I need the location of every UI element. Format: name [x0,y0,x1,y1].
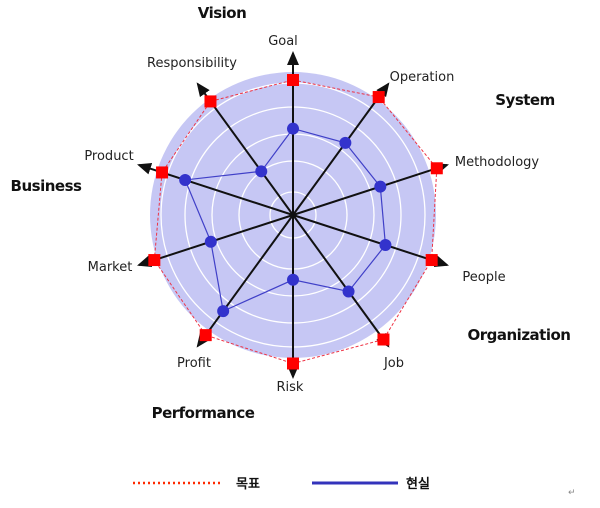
axis-line-people [292,214,449,268]
axis-label-goal: Goal [268,34,298,49]
group-label-business: Business [11,177,82,195]
legend-target-label: 목표 [236,477,260,492]
actual-point-product [179,173,192,186]
actual-point-job [342,285,355,298]
actual-point-responsibility [255,165,268,178]
group-label-system: System [495,91,554,109]
target-point-product [156,166,169,179]
actual-point-people [379,239,392,252]
actual-point-profit [217,305,230,318]
axis-label-risk: Risk [277,380,304,395]
target-point-people [425,254,438,267]
target-point-market [148,254,161,267]
axis-label-people: People [462,270,505,285]
target-point-goal [287,74,299,86]
group-label-organization: Organization [468,326,571,344]
legend-actual-label: 현실 [406,476,430,492]
return-mark: ↵ [568,488,576,498]
actual-point-methodology [374,180,387,193]
axis-line-operation [292,82,390,216]
actual-point-risk [287,273,299,286]
group-label-performance: Performance [152,404,255,422]
target-point-job [377,333,390,346]
target-point-responsibility [204,95,217,108]
axis-label-market: Market [88,260,133,275]
actual-point-operation [339,136,352,149]
axis-label-methodology: Methodology [455,155,540,170]
target-point-methodology [430,162,443,175]
target-point-operation [372,91,385,104]
group-label-vision: Vision [198,4,247,22]
axis-label-job: Job [383,356,404,371]
axis-label-operation: Operation [390,70,455,85]
actual-point-market [204,235,217,248]
target-point-profit [199,329,212,342]
axis-label-responsibility: Responsibility [147,56,237,71]
target-point-risk [287,357,299,370]
axis-line-job [292,214,390,348]
axis-label-product: Product [84,149,133,164]
axis-label-profit: Profit [177,356,211,371]
axis-line-profit [196,214,294,348]
axis-line-methodology [292,162,449,216]
actual-point-goal [287,122,299,135]
